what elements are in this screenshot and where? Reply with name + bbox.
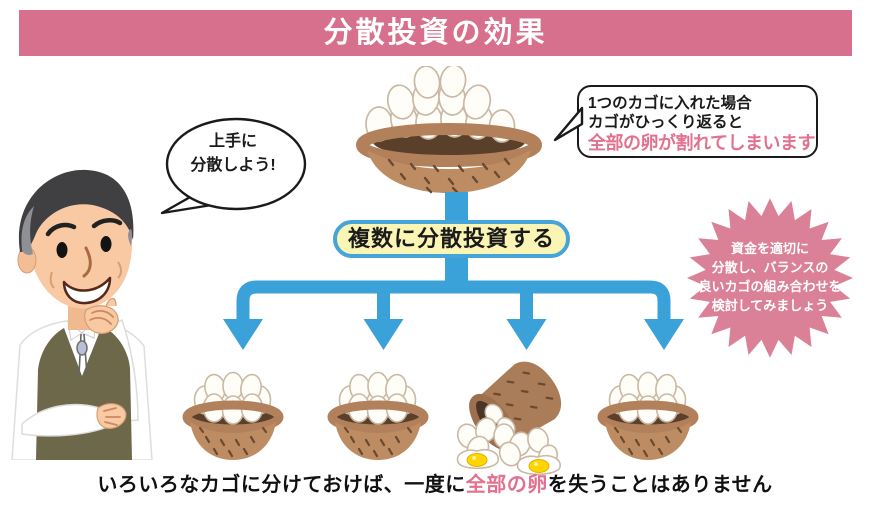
smile bbox=[62, 276, 112, 305]
big-basket-of-eggs bbox=[356, 66, 542, 194]
diversify-label: 複数に分散投資する bbox=[333, 220, 570, 258]
arrowhead-1 bbox=[223, 319, 263, 350]
arrowhead-3 bbox=[506, 319, 547, 350]
caption-highlight: 全部の卵 bbox=[465, 474, 548, 496]
bottom-caption: いろいろなカゴに分けておけば、一度に全部の卵を失うことはありません bbox=[97, 474, 773, 496]
hand-on-chin bbox=[84, 297, 119, 334]
hair-gray-patch bbox=[21, 206, 34, 255]
arrowhead-4 bbox=[644, 319, 684, 350]
arrow-crossbar bbox=[236, 280, 671, 321]
eyebrows bbox=[45, 218, 123, 237]
tipped-basket-broken-eggs bbox=[456, 361, 562, 476]
hand-on-vest bbox=[96, 403, 127, 429]
speech-bubble-text: 上手に 分散しよう! bbox=[190, 133, 276, 174]
basket-2 bbox=[323, 368, 433, 468]
bolo-tie bbox=[76, 333, 88, 377]
page-title: 分散投資の効果 bbox=[19, 10, 852, 56]
face-lines bbox=[49, 261, 122, 289]
broken-egg-1 bbox=[456, 448, 499, 470]
distribution-arrows bbox=[223, 192, 684, 350]
basket-4 bbox=[593, 368, 703, 468]
starburst-shape bbox=[687, 198, 853, 358]
sideburn bbox=[128, 229, 132, 246]
nose bbox=[82, 246, 92, 278]
basket-1 bbox=[178, 368, 288, 468]
arrowhead-2 bbox=[363, 319, 404, 350]
basket-weave-marks bbox=[387, 157, 511, 194]
single-basket-callout: 1つのカゴに入れた場合 カゴがひっくり返ると 全部の卵が割れてしまいます bbox=[577, 85, 818, 158]
speech-bubble-body bbox=[165, 117, 307, 211]
callout-highlight: 全部の卵が割れてしまいます bbox=[588, 133, 815, 153]
broken-egg-2 bbox=[516, 454, 561, 476]
eyes bbox=[56, 236, 112, 258]
callout-tail bbox=[553, 106, 584, 142]
thinking-man-illustration bbox=[11, 169, 153, 460]
starburst-text: 資金を適切に 分散し、バランスの 良いカゴの組み合わせを 検討してみましょう bbox=[698, 241, 842, 313]
hair bbox=[18, 169, 134, 252]
advice-starburst: 資金を適切に 分散し、バランスの 良いカゴの組み合わせを 検討してみましょう bbox=[686, 197, 854, 359]
speech-bubble bbox=[160, 117, 307, 215]
